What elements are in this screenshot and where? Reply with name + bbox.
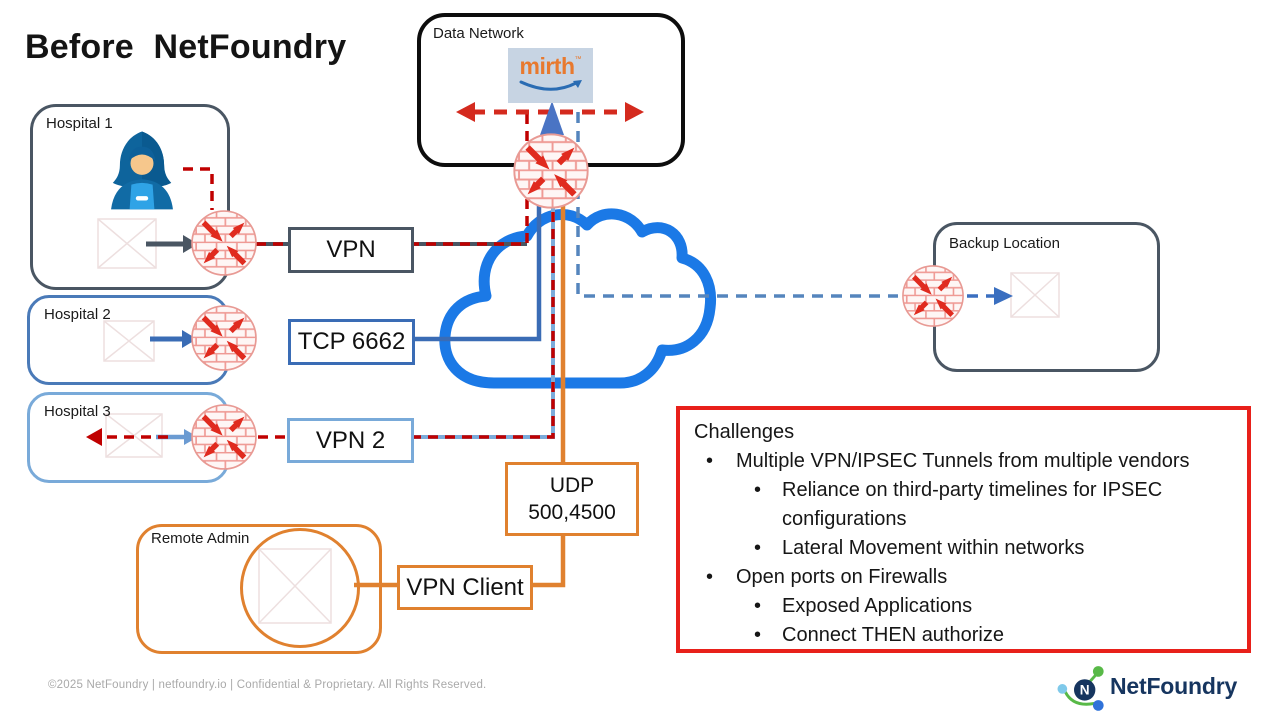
backup-location-label: Backup Location [949,235,1060,252]
hacker-dashed-line [183,167,214,210]
mirth-smile-icon [519,80,582,91]
challenge-item: Multiple VPN/IPSEC Tunnels from multiple… [694,447,1233,476]
netfoundry-wordmark: NetFoundry [1110,672,1238,699]
netfoundry-mark-icon: N [1057,666,1104,711]
firewall-icon-hospital2 [190,304,258,372]
internet-cloud [439,208,717,389]
hospital2-label: Hospital 2 [44,306,111,323]
tcp-line [408,175,542,342]
mirth-logo: mirth™ [508,48,593,103]
hospital3-label: Hospital 3 [44,403,111,420]
hospital1-label: Hospital 1 [46,115,113,132]
netfoundry-mark-letter: N [1080,683,1090,698]
mirth-logo-text: mirth [519,53,576,79]
firewall-icon-hospital1 [190,209,258,277]
copyright-footer: ©2025 NetFoundry | netfoundry.io | Confi… [48,679,487,691]
challenge-item: Connect THEN authorize [694,621,1233,650]
udp-protocol: UDP [549,474,595,497]
challenges-panel: Challenges Multiple VPN/IPSEC Tunnels fr… [676,406,1251,653]
tcp-label-box: TCP 6662 [288,319,415,365]
remote-admin-circle [240,528,360,648]
hospital1-box [30,104,230,290]
vpn2-line-dashed [258,206,555,439]
challenge-item: Lateral Movement within networks [694,534,1233,563]
firewall-icon-hospital3 [190,403,258,471]
mirth-up-arrow [540,101,564,135]
remote-admin-box [136,524,382,654]
netfoundry-logo: N NetFoundry [1040,660,1260,712]
udp-ports: 500,4500 [528,501,616,524]
challenges-title: Challenges [694,421,795,443]
challenge-item: Open ports on Firewalls [694,563,1233,592]
udp-label-box: UDP 500,4500 [505,462,639,536]
firewall-icon-backup [901,264,965,328]
remote-admin-label: Remote Admin [151,530,250,547]
challenge-item: Exposed Applications [694,592,1233,621]
vpn2-label-box: VPN 2 [287,418,414,463]
hacker-icon [111,131,173,210]
udp-to-vpnclient-line [530,530,566,588]
mirth-trademark: ™ [574,56,582,63]
slide-title: Before NetFoundry [25,28,347,66]
vpn-label-box: VPN [288,227,414,273]
challenge-item: Reliance on third-party timelines for IP… [694,476,1233,534]
vpn-client-label-box: VPN Client [397,565,533,610]
data-network-label: Data Network [433,25,524,42]
firewall-icon-datacenter [512,132,590,210]
